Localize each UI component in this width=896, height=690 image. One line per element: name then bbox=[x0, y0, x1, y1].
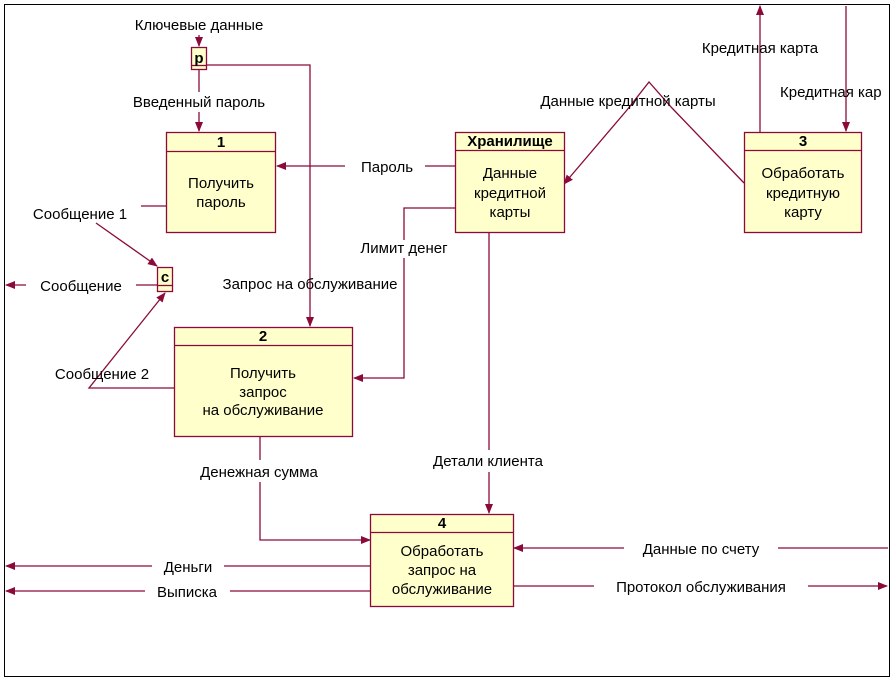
flow-service-request bbox=[207, 64, 314, 327]
flow-credit-card-data bbox=[563, 80, 745, 185]
label-service-log: Протокол обслуживания bbox=[616, 579, 786, 596]
label-key-data: Ключевые данные bbox=[135, 17, 264, 34]
flow-message2 bbox=[87, 292, 174, 389]
label-credit-card-in: Кредитная кар bbox=[780, 84, 882, 101]
connector-c: c bbox=[156, 266, 174, 293]
label-account-data: Данные по счету bbox=[643, 541, 760, 558]
process-3: 3 Обработать кредитную карту bbox=[743, 131, 863, 234]
process-1: 1 Получить пароль bbox=[165, 131, 277, 234]
label-statement: Выписка bbox=[157, 584, 218, 601]
process-2-number: 2 bbox=[259, 328, 267, 345]
process-4-number: 4 bbox=[438, 515, 447, 532]
label-entered-password: Введенный пароль bbox=[133, 94, 265, 111]
label-money-amount: Денежная сумма bbox=[200, 464, 318, 481]
process-3-number: 3 bbox=[799, 133, 807, 150]
connector-p: p bbox=[190, 46, 208, 71]
label-credit-card-out: Кредитная карта bbox=[702, 40, 819, 57]
process-3-line-2: кредитную bbox=[766, 185, 840, 202]
label-password: Пароль bbox=[361, 159, 413, 176]
label-money-limit: Лимит денег bbox=[360, 240, 448, 257]
data-store-line-1: Данные bbox=[483, 165, 537, 182]
data-store: Хранилище Данные кредитной карты bbox=[454, 131, 566, 234]
label-message2: Сообщение 2 bbox=[55, 366, 149, 383]
process-3-line-1: Обработать bbox=[762, 165, 845, 182]
data-store-line-3: карты bbox=[490, 204, 531, 221]
label-message1: Сообщение 1 bbox=[33, 206, 127, 223]
process-2-line-1: Получить bbox=[230, 365, 296, 382]
label-client-details: Детали клиента bbox=[433, 453, 544, 470]
process-4-line-3: обслуживание bbox=[392, 581, 492, 598]
process-3-line-3: карту bbox=[784, 204, 822, 221]
flow-amount-b bbox=[259, 482, 371, 544]
label-money: Деньги bbox=[164, 559, 212, 576]
process-1-line-1: Получить bbox=[188, 175, 254, 192]
data-store-header: Хранилище bbox=[467, 133, 553, 150]
label-service-request: Запрос на обслуживание bbox=[223, 276, 398, 293]
label-credit-card-data: Данные кредитной карты bbox=[540, 93, 715, 110]
process-2: 2 Получить запрос на обслуживание bbox=[173, 326, 354, 438]
process-4-line-1: Обработать bbox=[401, 543, 484, 560]
process-1-line-2: пароль bbox=[196, 194, 246, 211]
process-4-line-2: запрос на bbox=[408, 562, 477, 579]
flow-limit-b bbox=[353, 258, 405, 382]
data-store-line-2: кредитной bbox=[474, 185, 546, 202]
process-2-line-3: на обслуживание bbox=[202, 402, 323, 419]
connector-c-label: c bbox=[161, 269, 169, 286]
label-message: Сообщение bbox=[40, 278, 122, 295]
process-1-number: 1 bbox=[217, 134, 225, 151]
process-4: 4 Обработать запрос на обслуживание bbox=[369, 513, 515, 608]
diagram-frame bbox=[4, 4, 890, 677]
process-2-line-2: запрос bbox=[239, 384, 287, 401]
flow-limit-a bbox=[403, 207, 455, 240]
flow-message1-b bbox=[95, 222, 158, 267]
connector-p-label: p bbox=[194, 50, 203, 67]
